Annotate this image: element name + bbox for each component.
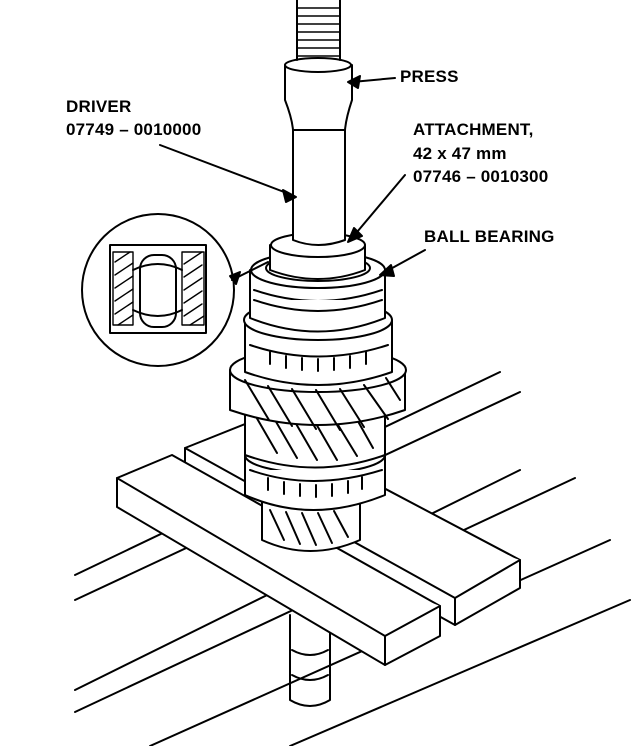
driver-shaft [284, 0, 353, 246]
lower-shaft [289, 614, 331, 707]
press-label: PRESS [400, 67, 459, 86]
attachment-part-number: 07746 – 0010300 [413, 167, 549, 186]
attachment-leader [351, 174, 406, 239]
bearing-detail-inset [81, 213, 269, 367]
driver-leader [159, 144, 293, 196]
driver-part-number: 07749 – 0010000 [66, 120, 202, 139]
driver-label: DRIVER [66, 97, 132, 116]
attachment-label: ATTACHMENT, [413, 120, 534, 139]
leader-lines [159, 75, 426, 277]
ball-bearing-label: BALL BEARING [424, 227, 555, 246]
attachment-size: 42 x 47 mm [413, 144, 507, 163]
support-block-front [116, 454, 441, 666]
